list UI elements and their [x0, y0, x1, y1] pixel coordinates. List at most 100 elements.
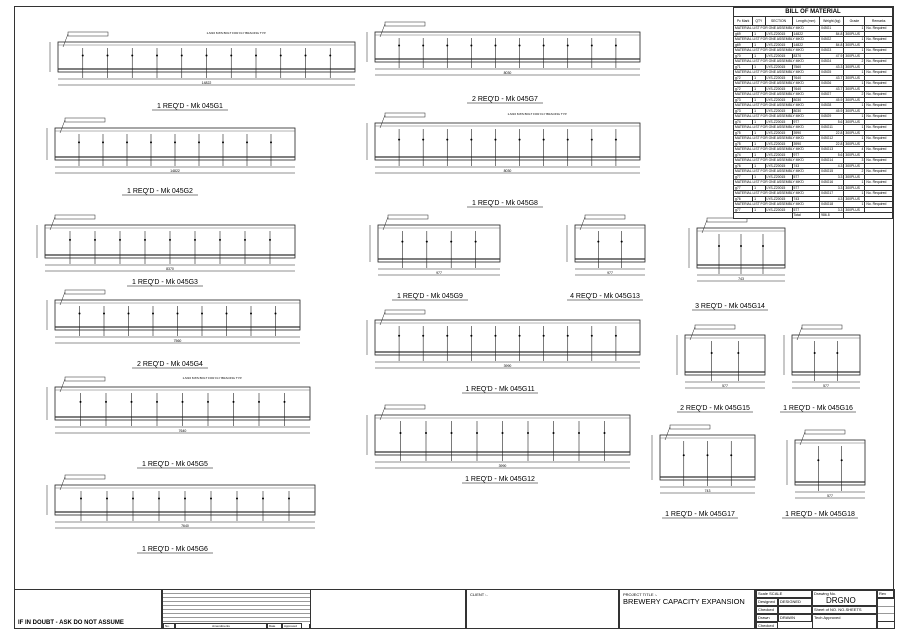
drawing-no-cell: Drawing No. DRGNO: [812, 590, 877, 606]
bolt-hole: [590, 138, 593, 141]
leader-line: [799, 431, 806, 446]
bolt-hole: [210, 497, 212, 500]
bolt-hole: [470, 44, 473, 47]
bolt-hole: [425, 432, 427, 434]
required-qty: 1: [843, 25, 866, 32]
member-label: 2 REQ'D - Mk 045G4: [137, 361, 203, 368]
bolt-hole: [81, 54, 84, 57]
bolt-hole: [127, 312, 130, 315]
designed-value: DESIGNED: [778, 598, 812, 606]
required-label: No. Required: [864, 113, 893, 120]
overall-length: 7640: [181, 524, 189, 528]
bolt-hole: [119, 238, 121, 241]
section: LYS-Z20015: [764, 107, 793, 114]
member-label: 3 REQ'D - Mk 045G14: [695, 303, 765, 310]
member-label: 1 REQ'D - Mk 045G9: [397, 293, 463, 300]
member-9: 977 1 REQ'D - Mk 045G9: [369, 214, 501, 301]
bolt-hole: [269, 238, 271, 241]
bolt-hole: [518, 138, 521, 141]
bolt-hole: [198, 141, 200, 144]
bolt-hole: [181, 400, 184, 403]
member-label: 1 REQ'D - Mk 045G18: [785, 511, 855, 518]
bolt-hole: [103, 312, 105, 315]
bolt-hole: [230, 54, 233, 57]
callout-tag: [694, 324, 736, 330]
overall-length: 7640: [179, 429, 187, 433]
member-label: 1 REQ'D - Mk 045G1: [157, 103, 223, 110]
bolt-hole: [130, 400, 133, 403]
bolt-hole: [201, 312, 203, 315]
bolt-hole: [450, 432, 453, 434]
bolt-hole: [250, 312, 252, 315]
member-label: 1 REQ'D - Mk 045G16: [783, 405, 853, 412]
member-label: 1 REQ'D - Mk 045G6: [142, 546, 208, 553]
bolt-hole: [578, 432, 580, 434]
bolt-hole: [176, 312, 179, 315]
weight: 43.7: [819, 74, 845, 81]
bolt-hole: [566, 334, 569, 337]
bolt-hole: [614, 138, 617, 141]
overall-length: 977: [436, 271, 442, 275]
bolt-hole: [737, 352, 740, 354]
bolt-hole: [132, 497, 134, 500]
bolt-hole: [78, 141, 80, 144]
bolt-hole: [718, 245, 720, 247]
assembly-mark: 045G1: [819, 25, 845, 32]
total-weight: 986.8: [819, 212, 845, 219]
sheet-value: NO-SHEETS: [838, 607, 862, 612]
bolt-hole: [398, 138, 401, 141]
bolt-hole: [840, 459, 843, 462]
member-outline: [374, 319, 641, 356]
weight: 43.3: [819, 63, 845, 70]
weight: 45.9: [819, 96, 845, 103]
leader-line: [379, 406, 386, 421]
client-box: CLIENT :-: [466, 589, 619, 629]
bolt-note: 1-M16 8.8/S BOLT FOR FLY BRACING TYP.: [183, 376, 243, 380]
member-6: 7640 1 REQ'D - Mk 045G6: [46, 474, 316, 554]
leader-line: [579, 216, 586, 231]
bolt-hole: [150, 141, 152, 144]
bolt-hole: [174, 141, 176, 144]
checked-label: Checked: [756, 606, 778, 614]
bolt-hole: [566, 138, 569, 141]
rev-amend-header: Amendments: [175, 623, 267, 629]
piece-qty: 1: [752, 85, 766, 92]
callout-tag: [67, 31, 109, 37]
required-label: No. Required: [864, 102, 893, 109]
checked2-label: Checked: [756, 622, 778, 629]
required-label: No. Required: [864, 25, 893, 32]
leader-line: [379, 311, 386, 326]
member-outline: [684, 334, 766, 376]
bolt-hole: [258, 400, 260, 403]
bolt-hole: [552, 432, 555, 434]
bolt-hole: [246, 141, 248, 144]
bolt-note: 1-M16 8.8/S BOLT FOR FLY BRACING TYP.: [508, 112, 568, 116]
overall-length: 743: [738, 277, 744, 281]
bolt-hole: [106, 497, 108, 500]
bolt-hole: [279, 54, 282, 57]
leader-line: [379, 114, 386, 129]
leader-line: [689, 326, 696, 341]
member-label: 1 REQ'D - Mk 045G12: [465, 476, 535, 483]
bolt-hole: [710, 352, 713, 354]
project-label: PROJECT TITLE :-: [623, 592, 658, 597]
member-label: 1 REQ'D - Mk 045G11: [465, 386, 534, 393]
bolt-hole: [501, 432, 504, 434]
bolt-hole: [262, 497, 264, 500]
grade: 300PLUS: [843, 63, 866, 70]
leader-line: [62, 33, 69, 48]
bolt-hole: [126, 141, 128, 144]
piece-qty: 1: [752, 96, 766, 103]
piece-qty: 1: [752, 118, 766, 125]
callout-tag: [64, 117, 106, 123]
overall-length: 977: [607, 271, 613, 275]
